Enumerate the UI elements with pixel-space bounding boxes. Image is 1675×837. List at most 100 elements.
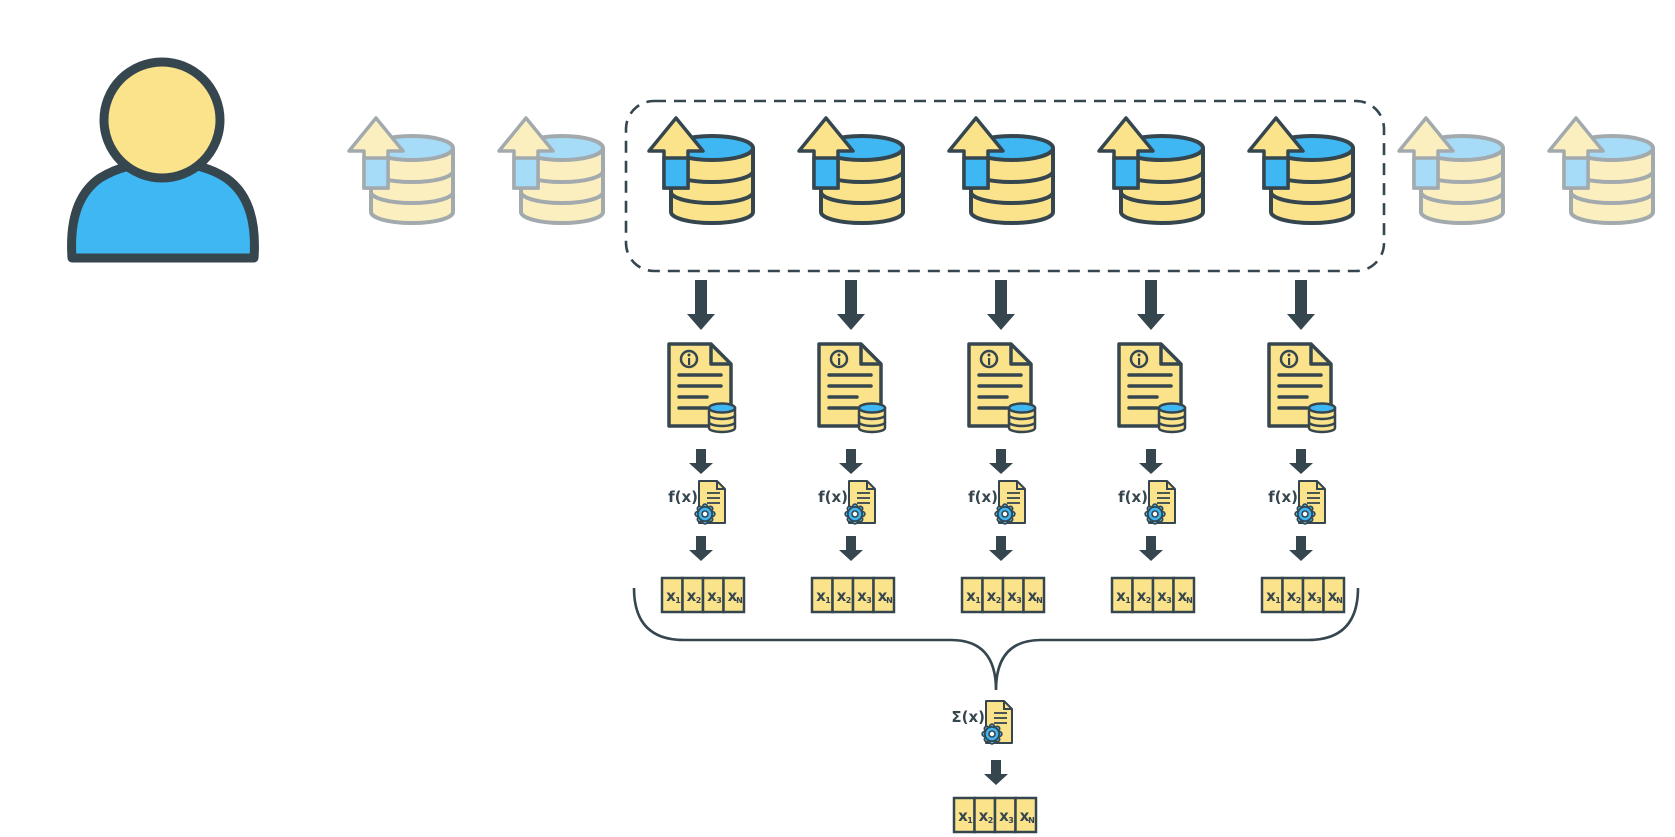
function-symbol: f(x) xyxy=(968,488,998,506)
merge-brace xyxy=(632,587,1360,691)
vector-cell-label: x xyxy=(687,587,697,605)
vector-cell-subscript: N xyxy=(736,596,743,605)
function-document-gear-icon: f(x) xyxy=(668,480,726,525)
function-document-gear-icon: f(x) xyxy=(1118,480,1176,525)
vector-cell-subscript: N xyxy=(1336,596,1343,605)
vector-cell-subscript: 1 xyxy=(825,596,831,605)
vector-cell-label: x xyxy=(857,587,867,605)
down-arrow-icon xyxy=(1139,536,1163,561)
vector-cell-label: x xyxy=(987,587,997,605)
vector-cell-label: x xyxy=(1178,587,1188,605)
vector-cell-subscript: 3 xyxy=(716,596,722,605)
vector-cell-subscript: 2 xyxy=(988,816,994,825)
database-upload-icon xyxy=(947,116,1055,225)
database-upload-icon xyxy=(497,116,605,225)
function-document-gear-icon: f(x) xyxy=(968,480,1026,525)
vector-cell-subscript: 2 xyxy=(1296,596,1302,605)
vector-cell-label: x xyxy=(979,807,989,825)
vector-cell-subscript: 3 xyxy=(1316,596,1322,605)
down-arrow-icon xyxy=(1289,449,1313,474)
database-upload-icon xyxy=(1097,116,1205,225)
down-arrow-icon xyxy=(687,280,715,330)
database-upload-icon xyxy=(1397,116,1505,225)
down-arrow-icon xyxy=(839,449,863,474)
vector-cell-subscript: 2 xyxy=(996,596,1002,605)
vector-cell-subscript: 2 xyxy=(1146,596,1152,605)
vector-cell-subscript: 3 xyxy=(1166,596,1172,605)
function-document-gear-icon: f(x) xyxy=(1268,480,1326,525)
vector-cell-label: x xyxy=(878,587,888,605)
user-icon xyxy=(67,57,259,263)
down-arrow-icon xyxy=(984,760,1008,785)
down-arrow-icon xyxy=(1137,280,1165,330)
down-arrow-icon xyxy=(987,280,1015,330)
vector-cell: xN xyxy=(1172,576,1196,614)
down-arrow-icon xyxy=(1287,280,1315,330)
vector-cell-subscript: N xyxy=(1028,816,1035,825)
database-upload-icon xyxy=(647,116,755,225)
vector-cell-subscript: N xyxy=(1186,596,1193,605)
vector-cell-label: x xyxy=(958,807,968,825)
vector-cell: xN xyxy=(1014,796,1038,834)
function-symbol: f(x) xyxy=(818,488,848,506)
vector-cell-label: x xyxy=(1157,587,1167,605)
document-info-database-icon xyxy=(967,342,1037,434)
vector-cell-subscript: 1 xyxy=(967,816,973,825)
vector-cell-label: x xyxy=(999,807,1009,825)
aggregate-document-gear-icon: Σ(x) xyxy=(951,700,1013,745)
down-arrow-icon xyxy=(989,536,1013,561)
vector-cell-subscript: 1 xyxy=(675,596,681,605)
vector-cell-subscript: 2 xyxy=(846,596,852,605)
function-document-gear-icon: f(x) xyxy=(818,480,876,525)
vector-cell: xN xyxy=(722,576,746,614)
function-symbol: f(x) xyxy=(1268,488,1298,506)
vector-cell-label: x xyxy=(1266,587,1276,605)
vector-cell-subscript: 1 xyxy=(1125,596,1131,605)
vector-cell-label: x xyxy=(666,587,676,605)
vector-cell-subscript: 3 xyxy=(866,596,872,605)
vector-cell: xN xyxy=(872,576,896,614)
down-arrow-icon xyxy=(689,536,713,561)
vector-cell-label: x xyxy=(1007,587,1017,605)
vector-cell: xN xyxy=(1322,576,1346,614)
vector-cell-label: x xyxy=(1137,587,1147,605)
document-info-database-icon xyxy=(1267,342,1337,434)
vector-cell: xN xyxy=(1022,576,1046,614)
database-upload-icon xyxy=(347,116,455,225)
aggregate-symbol: Σ(x) xyxy=(951,708,985,726)
vector-cell-label: x xyxy=(816,587,826,605)
document-info-database-icon xyxy=(1117,342,1187,434)
vector-cell-subscript: 2 xyxy=(696,596,702,605)
vector-cell-subscript: 3 xyxy=(1016,596,1022,605)
vector-cell-label: x xyxy=(837,587,847,605)
vector-cell-label: x xyxy=(1307,587,1317,605)
down-arrow-icon xyxy=(839,536,863,561)
vector-cell-subscript: N xyxy=(1036,596,1043,605)
vector-cell-label: x xyxy=(728,587,738,605)
vector-cell-label: x xyxy=(1287,587,1297,605)
database-upload-icon xyxy=(1247,116,1355,225)
database-upload-icon xyxy=(797,116,905,225)
